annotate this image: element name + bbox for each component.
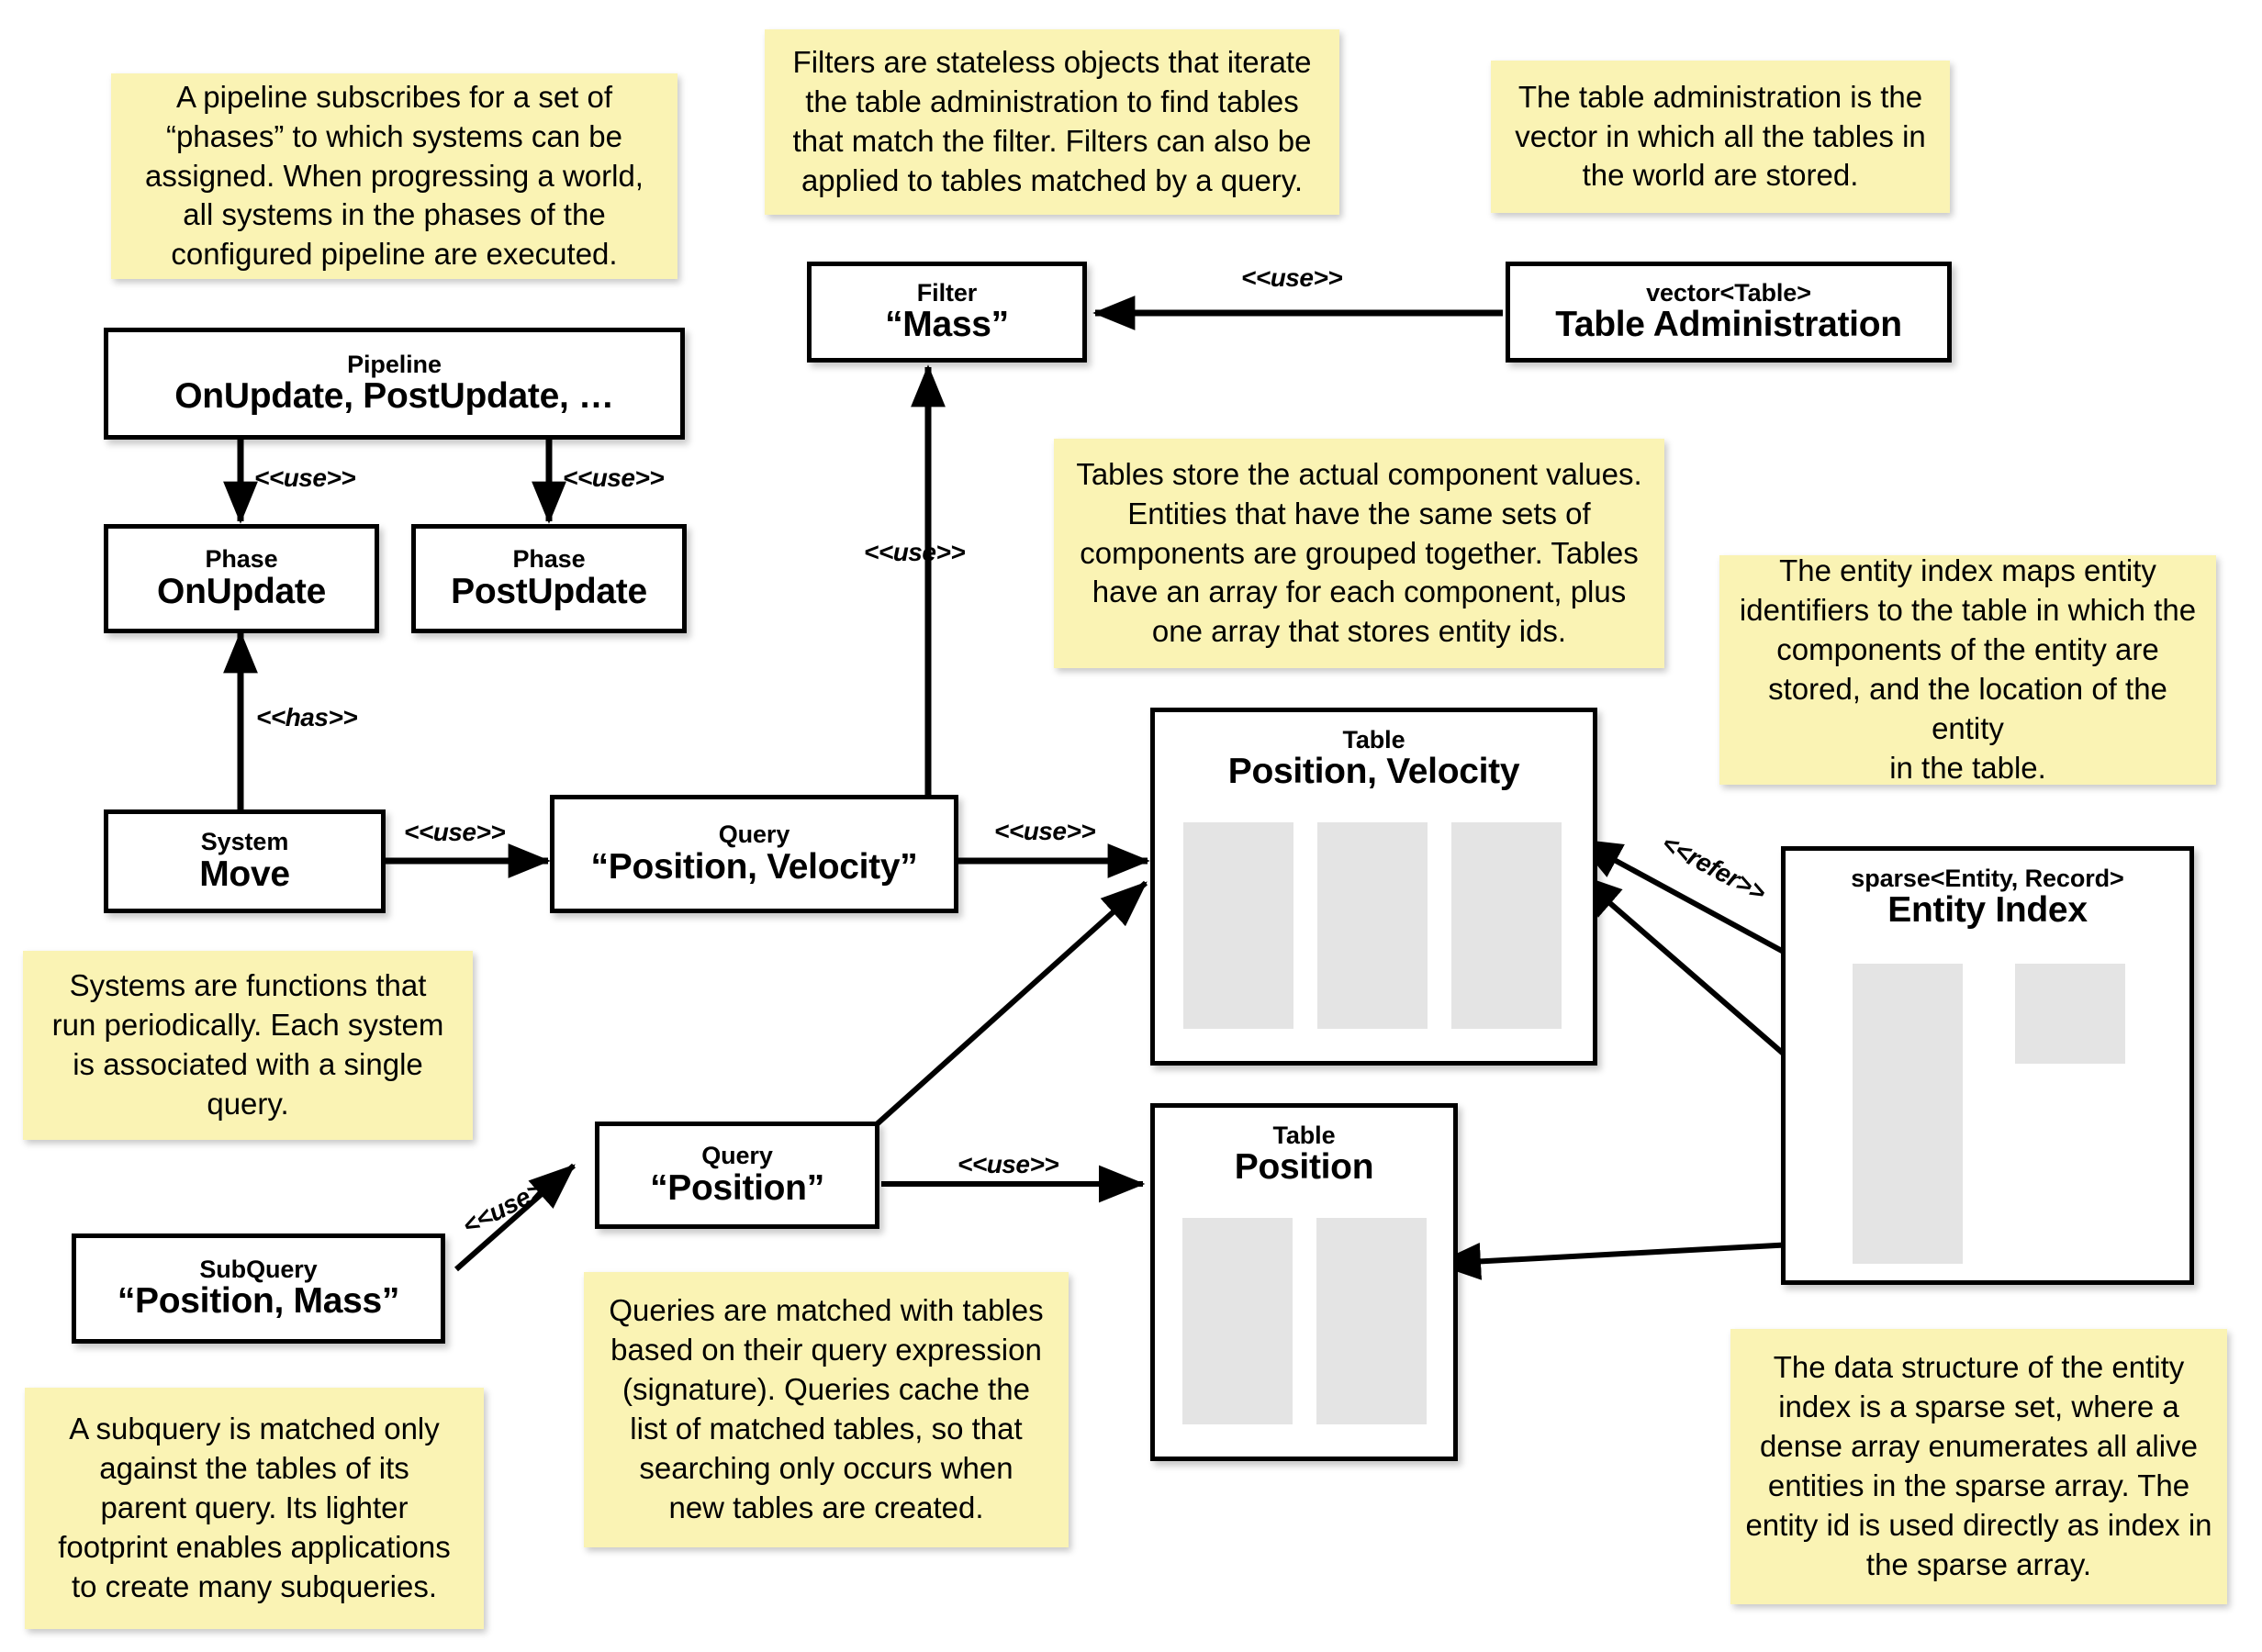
box-entity-index-name: Entity Index <box>1887 890 2088 931</box>
edge-label-entity-index-refer: <<refer>> <box>1657 828 1771 908</box>
note-pipeline: A pipeline subscribes for a set of “phas… <box>111 73 677 279</box>
box-table-position-stereotype: Table <box>1272 1122 1336 1149</box>
box-phase-onupdate[interactable]: Phase OnUpdate <box>104 524 379 633</box>
box-pipeline-stereotype: Pipeline <box>347 350 442 378</box>
box-entity-index-stereotype: sparse<Entity, Record> <box>1851 865 2124 892</box>
box-query-position-velocity-name: “Position, Velocity” <box>590 846 918 887</box>
edge-label-admin-to-filter: <<use>> <box>1241 263 1343 292</box>
box-phase-postupdate-stereotype: Phase <box>512 545 586 574</box>
box-table-position-head: Table Position <box>1155 1108 1453 1187</box>
edge-label-query-p-to-table: <<use>> <box>957 1150 1059 1178</box>
edge-label-subquery-to-query: <<use>> <box>457 1168 561 1241</box>
note-sparse-set: The data structure of the entity index i… <box>1730 1329 2227 1604</box>
note-systems-text: Systems are functions that run periodica… <box>51 968 444 1121</box>
edge-label-pipeline-to-phase-postupdate: <<use>> <box>563 463 665 492</box>
box-entity-index-head: sparse<Entity, Record> Entity Index <box>1786 851 2189 930</box>
table-position-velocity-columns <box>1183 822 1562 1029</box>
edge-label-system-to-phase: <<has>> <box>256 703 358 731</box>
box-query-position[interactable]: Query “Position” <box>595 1122 879 1229</box>
edge-label-system-to-query: <<use>> <box>404 818 506 846</box>
note-queries: Queries are matched with tables based on… <box>584 1272 1069 1547</box>
edge-label-pipeline-to-phase-onupdate: <<use>> <box>254 463 356 492</box>
box-query-position-velocity[interactable]: Query “Position, Velocity” <box>550 795 958 913</box>
table-position-columns <box>1182 1218 1427 1424</box>
box-filter-mass-name: “Mass” <box>885 305 1009 345</box>
edge-label-query-to-filter: <<use>> <box>864 538 966 566</box>
box-phase-onupdate-name: OnUpdate <box>157 571 326 611</box>
box-subquery-position-mass-stereotype: SubQuery <box>199 1255 318 1283</box>
box-phase-postupdate-name: PostUpdate <box>451 571 647 611</box>
note-tables: Tables store the actual component values… <box>1054 439 1664 668</box>
table-column <box>1316 1218 1427 1424</box>
box-pipeline[interactable]: Pipeline OnUpdate, PostUpdate, … <box>104 328 685 440</box>
box-query-position-name: “Position” <box>650 1167 824 1208</box>
note-entity-index: The entity index maps entity identifiers… <box>1719 553 2216 785</box>
box-pipeline-name: OnUpdate, PostUpdate, … <box>174 376 614 417</box>
box-table-administration-stereotype: vector<Table> <box>1646 278 1811 307</box>
edge-query-p-to-table-pv <box>874 880 1148 1127</box>
box-query-position-velocity-stereotype: Query <box>718 820 790 849</box>
box-phase-postupdate[interactable]: Phase PostUpdate <box>411 524 687 633</box>
note-sparse-set-text: The data structure of the entity index i… <box>1745 1350 2212 1581</box>
box-entity-index[interactable]: sparse<Entity, Record> Entity Index <box>1781 846 2194 1285</box>
box-table-position-velocity-name: Position, Velocity <box>1227 752 1520 792</box>
box-system-move-stereotype: System <box>200 828 289 856</box>
box-table-administration-name: Table Administration <box>1555 305 1902 345</box>
box-phase-onupdate-stereotype: Phase <box>205 545 278 574</box>
note-filters-text: Filters are stateless objects that itera… <box>792 45 1312 197</box>
note-systems: Systems are functions that run periodica… <box>23 951 473 1140</box>
note-subquery: A subquery is matched only against the t… <box>25 1388 484 1629</box>
note-table-admin-text: The table administration is the vector i… <box>1515 79 1926 193</box>
box-table-position-velocity-head: Table Position, Velocity <box>1155 712 1593 791</box>
note-subquery-text: A subquery is matched only against the t… <box>58 1412 451 1603</box>
box-subquery-position-mass[interactable]: SubQuery “Position, Mass” <box>72 1233 445 1344</box>
note-queries-text: Queries are matched with tables based on… <box>609 1293 1044 1524</box>
table-column <box>1182 1218 1293 1424</box>
box-system-move[interactable]: System Move <box>104 809 386 913</box>
box-table-position[interactable]: Table Position <box>1150 1103 1458 1461</box>
edge-label-query-pv-to-table: <<use>> <box>994 817 1096 845</box>
table-column <box>1317 822 1428 1029</box>
note-table-admin: The table administration is the vector i… <box>1491 61 1950 213</box>
box-table-position-velocity[interactable]: Table Position, Velocity <box>1150 708 1597 1066</box>
note-tables-text: Tables store the actual component values… <box>1076 456 1642 649</box>
note-filters: Filters are stateless objects that itera… <box>765 29 1339 215</box>
box-subquery-position-mass-name: “Position, Mass” <box>117 1281 400 1322</box>
box-table-position-velocity-stereotype: Table <box>1342 726 1405 753</box>
box-table-position-name: Position <box>1234 1147 1374 1188</box>
box-system-move-name: Move <box>199 854 290 894</box>
note-pipeline-text: A pipeline subscribes for a set of “phas… <box>145 79 644 272</box>
note-entity-index-text: The entity index maps entity identifiers… <box>1739 553 2197 785</box>
entity-index-sparse-array <box>1853 964 1963 1264</box>
box-table-administration[interactable]: vector<Table> Table Administration <box>1506 262 1952 363</box>
table-column <box>1183 822 1293 1029</box>
box-filter-mass[interactable]: Filter “Mass” <box>807 262 1087 363</box>
entity-index-dense-array <box>2015 964 2125 1064</box>
box-filter-mass-stereotype: Filter <box>916 278 978 307</box>
table-column <box>1451 822 1562 1029</box>
box-query-position-stereotype: Query <box>701 1142 773 1170</box>
